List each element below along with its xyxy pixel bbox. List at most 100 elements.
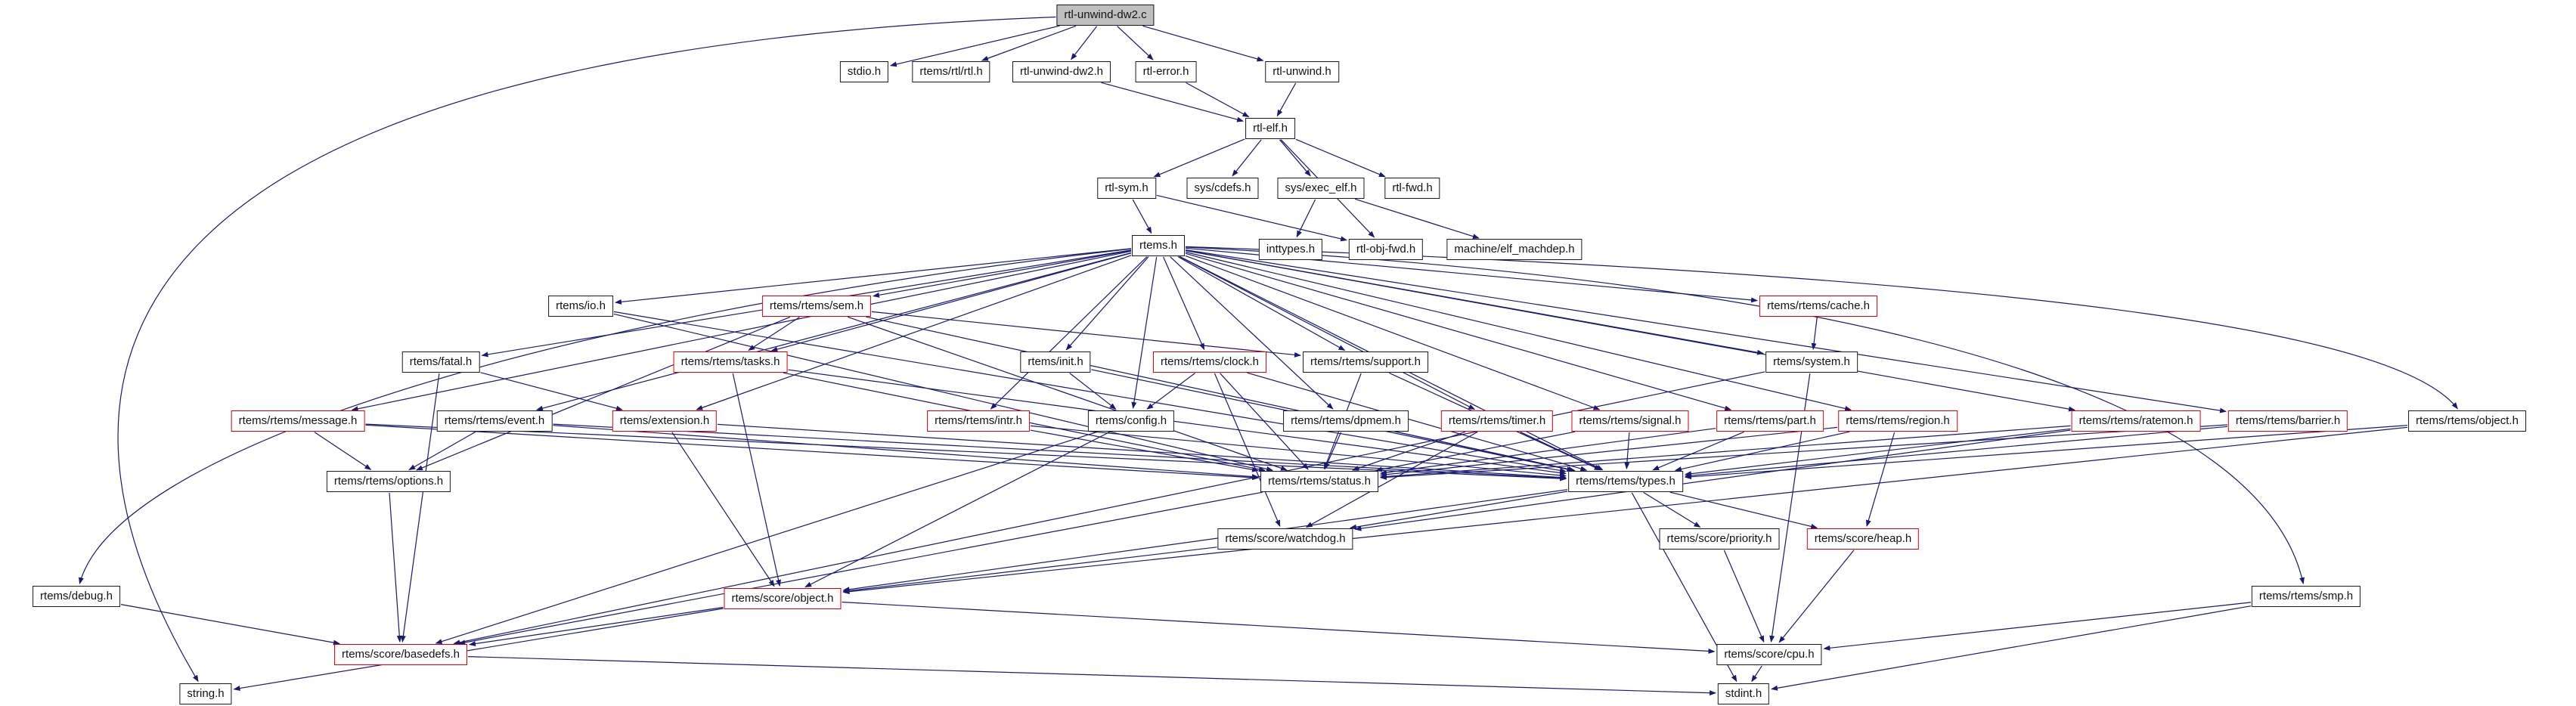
edge-debug-basedefs: [120, 604, 340, 646]
node-sem[interactable]: rtems/rtems/sem.h: [761, 296, 872, 317]
edge-rtl_sym-obj_fwd: [1156, 194, 1348, 242]
edge-signal-types: [1624, 432, 1630, 469]
edge-rtems-timer: [1179, 255, 1476, 410]
edge-rtl_error-rtl_elf: [1186, 82, 1250, 118]
node-debug[interactable]: rtems/debug.h: [33, 586, 120, 607]
edge-rtems-extension: [696, 255, 1132, 410]
node-types[interactable]: rtems/rtems/types.h: [1568, 471, 1683, 492]
edge-sobject-string: [233, 608, 724, 691]
edge-rtems-ratemon: [1185, 249, 2075, 412]
node-io[interactable]: rtems/io.h: [548, 296, 613, 317]
node-robject[interactable]: rtems/rtems/object.h: [2408, 410, 2526, 432]
edge-intr-status: [1030, 429, 1259, 472]
node-watchdog[interactable]: rtems/score/watchdog.h: [1217, 528, 1353, 550]
edge-dpmem-status: [1324, 432, 1342, 470]
edge-rtems-debug: [79, 248, 1132, 585]
node-clock[interactable]: rtems/rtems/clock.h: [1152, 351, 1267, 373]
edge-clock-config: [1146, 373, 1195, 410]
node-event[interactable]: rtems/rtems/event.h: [436, 410, 553, 432]
node-stdint[interactable]: stdint.h: [1717, 683, 1770, 704]
edge-clock-watchdog: [1214, 373, 1281, 528]
node-signal[interactable]: rtems/rtems/signal.h: [1571, 410, 1689, 432]
edge-ratemon-watchdog: [1354, 429, 2071, 531]
node-elf_machdep[interactable]: machine/elf_machdep.h: [1446, 239, 1582, 260]
node-basedefs[interactable]: rtems/score/basedefs.h: [334, 644, 467, 665]
edge-region-heap: [1865, 432, 1896, 528]
edge-smp-cpu: [1823, 602, 2252, 651]
edge-unwind_dw2_h-rtl_elf: [1101, 82, 1245, 122]
node-cdefs[interactable]: sys/cdefs.h: [1186, 178, 1259, 199]
edge-region-types: [1674, 431, 1850, 472]
edge-extension-types: [717, 423, 1567, 480]
node-cpu[interactable]: rtems/score/cpu.h: [1716, 644, 1822, 665]
edge-barrier-status: [1380, 424, 2228, 480]
node-exec_elf[interactable]: sys/exec_elf.h: [1277, 178, 1365, 199]
node-inttypes[interactable]: inttypes.h: [1258, 239, 1323, 260]
edge-smp-stdint: [1771, 605, 2252, 691]
edge-root-string: [117, 16, 1056, 683]
node-unwind_dw2_h[interactable]: rtl-unwind-dw2.h: [1012, 61, 1111, 82]
node-intr[interactable]: rtems/rtems/intr.h: [927, 410, 1030, 432]
node-system[interactable]: rtems/system.h: [1765, 351, 1858, 373]
node-options[interactable]: rtems/rtems/options.h: [326, 471, 451, 492]
edge-sobject-basedefs: [469, 606, 724, 647]
edge-sobject-cpu: [842, 601, 1716, 654]
node-smp[interactable]: rtems/rtems/smp.h: [2251, 586, 2361, 607]
node-tasks[interactable]: rtems/rtems/tasks.h: [673, 351, 788, 373]
node-string[interactable]: string.h: [179, 683, 232, 704]
node-cache[interactable]: rtems/rtems/cache.h: [1759, 296, 1877, 317]
edge-types-heap: [1669, 491, 1818, 529]
edge-root-stdio: [889, 25, 1060, 67]
edge-rtems-smp: [1185, 246, 2305, 585]
edge-ratemon-types: [1685, 428, 2071, 477]
edge-heap-cpu: [1778, 550, 1855, 643]
node-ratemon[interactable]: rtems/rtems/ratemon.h: [2071, 410, 2201, 432]
edge-rtl_elf-exec_elf: [1279, 139, 1311, 177]
edge-rtems-signal: [1185, 255, 1601, 410]
node-region[interactable]: rtems/rtems/region.h: [1838, 410, 1958, 432]
node-config[interactable]: rtems/config.h: [1087, 410, 1175, 432]
edge-sem-tasks: [748, 316, 800, 351]
node-priority[interactable]: rtems/score/priority.h: [1659, 528, 1780, 550]
edge-message-status: [365, 424, 1259, 481]
edge-rtems-support: [1177, 255, 1346, 351]
edge-root-rtl_unwind: [1142, 25, 1264, 62]
node-rtems[interactable]: rtems.h: [1131, 235, 1186, 256]
node-sobject[interactable]: rtems/score/object.h: [724, 588, 842, 609]
node-fatal[interactable]: rtems/fatal.h: [401, 351, 480, 373]
edge-robject-types: [1685, 425, 2408, 480]
node-obj_fwd[interactable]: rtl-obj-fwd.h: [1348, 239, 1424, 260]
node-dpmem[interactable]: rtems/rtems/dpmem.h: [1283, 410, 1409, 432]
edge-event-status: [553, 425, 1259, 480]
node-rtl_rtl[interactable]: rtems/rtl/rtl.h: [912, 61, 990, 82]
edge-cpu-stdint: [1751, 665, 1762, 683]
edge-tasks-types: [788, 369, 1567, 475]
node-message[interactable]: rtems/rtems/message.h: [231, 410, 365, 432]
node-root[interactable]: rtl-unwind-dw2.c: [1056, 5, 1155, 26]
edge-options-basedefs: [389, 492, 402, 643]
node-barrier[interactable]: rtems/rtems/barrier.h: [2227, 410, 2348, 432]
node-part[interactable]: rtems/rtems/part.h: [1716, 410, 1824, 432]
node-rtl_error[interactable]: rtl-error.h: [1135, 61, 1197, 82]
node-status[interactable]: rtems/rtems/status.h: [1260, 471, 1378, 492]
edge-tasks-sobject: [732, 373, 781, 587]
edge-timer-status: [1352, 431, 1466, 471]
edge-dpmem-types: [1395, 431, 1576, 472]
node-extension[interactable]: rtems/extension.h: [612, 410, 718, 432]
edge-cache-system: [1811, 317, 1818, 350]
node-timer[interactable]: rtems/rtems/timer.h: [1440, 410, 1554, 432]
edge-event-options: [408, 431, 476, 471]
edge-config-basedefs: [435, 431, 1098, 644]
node-stdio[interactable]: stdio.h: [839, 61, 889, 82]
node-rtl_unwind[interactable]: rtl-unwind.h: [1265, 61, 1339, 82]
edge-rtems-robject: [1185, 246, 2458, 410]
node-rtl_fwd[interactable]: rtl-fwd.h: [1384, 178, 1440, 199]
edge-rtl_sym-rtems: [1132, 199, 1152, 234]
node-init[interactable]: rtems/init.h: [1020, 351, 1091, 373]
node-support[interactable]: rtems/rtems/support.h: [1303, 351, 1428, 373]
node-heap[interactable]: rtems/score/heap.h: [1806, 528, 1920, 550]
node-rtl_sym[interactable]: rtl-sym.h: [1097, 178, 1156, 199]
edge-rtems-config: [1131, 256, 1158, 409]
node-rtl_elf[interactable]: rtl-elf.h: [1245, 118, 1295, 139]
